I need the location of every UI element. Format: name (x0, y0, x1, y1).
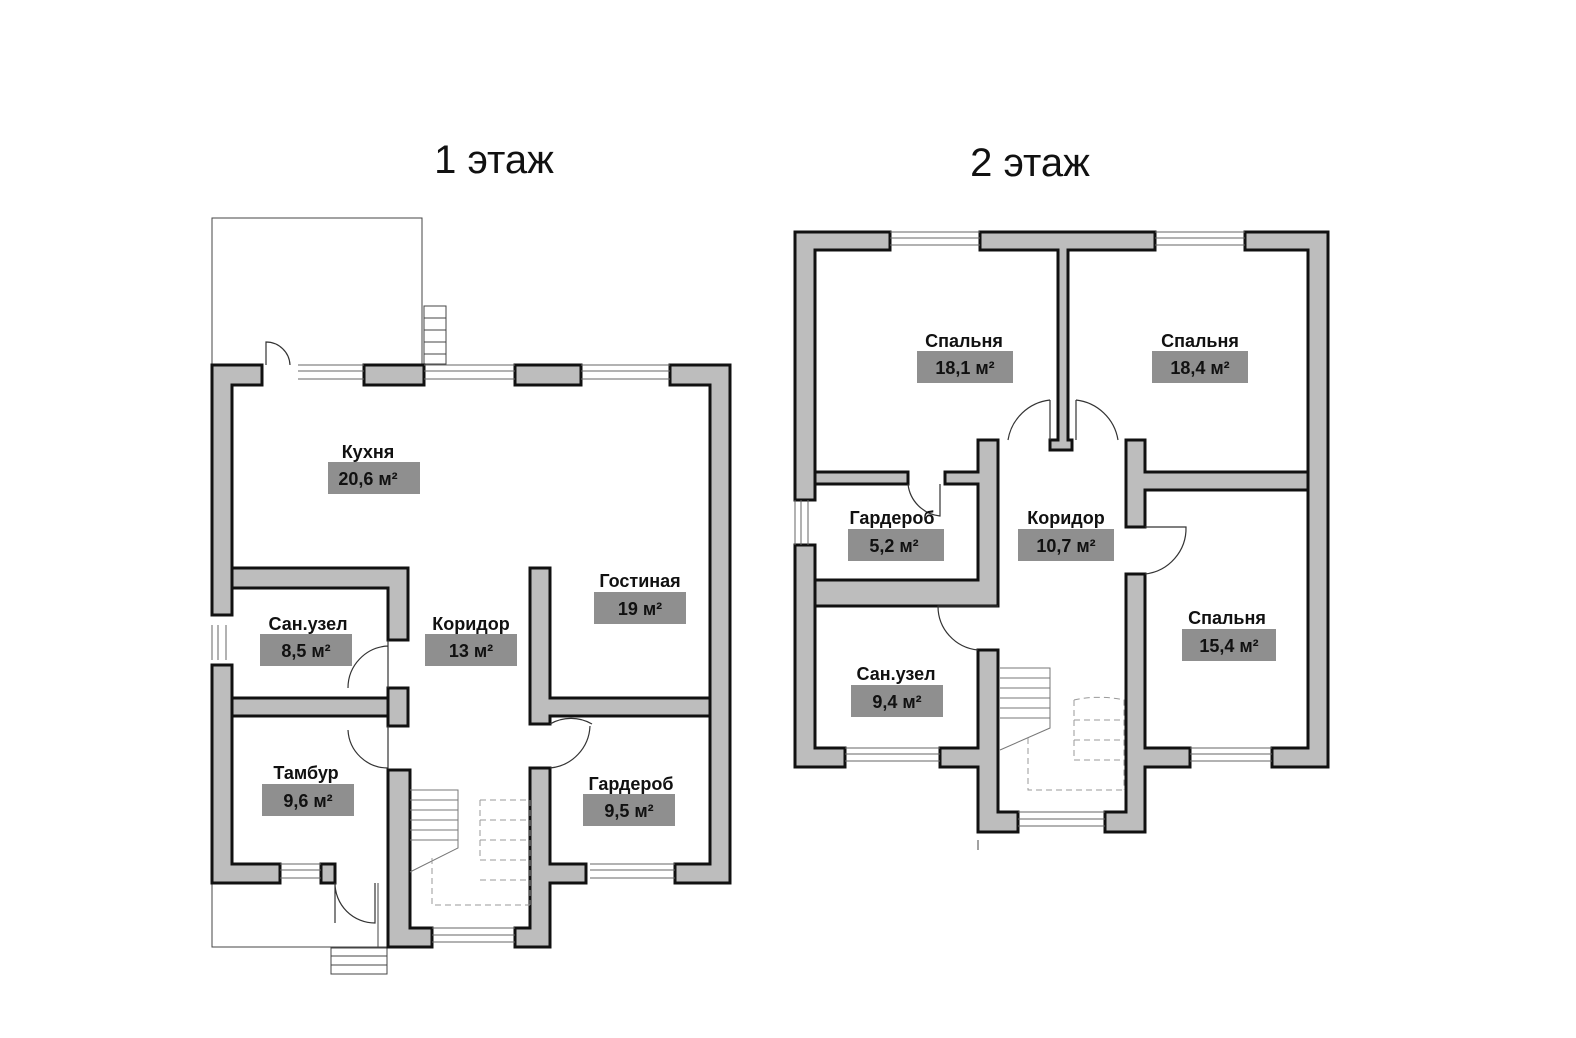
floor-1-windows (211, 364, 675, 943)
room-name: Гостиная (599, 571, 680, 591)
room-corridor-2: Коридор 10,7 м² (1018, 508, 1114, 561)
room-name: Сан.узел (268, 614, 347, 634)
room-name: Кухня (342, 442, 395, 462)
room-area: 19 м² (618, 599, 662, 619)
room-name: Гардероб (849, 508, 934, 528)
floor-1-doors (265, 341, 593, 947)
floor-1-title: 1 этаж (434, 138, 554, 182)
room-wardrobe-1: Гардероб 9,5 м² (583, 774, 675, 826)
room-name: Коридор (432, 614, 509, 634)
room-name: Спальня (925, 331, 1003, 351)
room-area: 18,4 м² (1170, 358, 1229, 378)
porch-outline (211, 880, 388, 948)
room-area: 18,1 м² (935, 358, 994, 378)
floor-1-stairs (409, 789, 531, 906)
room-bedroom-3: Спальня 15,4 м² (1182, 608, 1276, 661)
floor-2-title: 2 этаж (970, 141, 1090, 185)
room-area: 8,5 м² (281, 641, 330, 661)
room-vestibule: Тамбур 9,6 м² (262, 763, 354, 816)
room-name: Гардероб (588, 774, 673, 794)
floor-2-plan: Спальня 18,1 м² Спальня 18,4 м² Гардероб… (793, 230, 1330, 850)
entrance-steps (330, 947, 388, 975)
floor-1-exterior-walls (210, 363, 732, 885)
terrace-steps (423, 305, 447, 365)
room-living: Гостиная 19 м² (594, 571, 686, 624)
room-kitchen: Кухня 20,6 м² (328, 442, 420, 494)
room-corridor-1: Коридор 13 м² (425, 614, 517, 666)
room-name: Сан.узел (856, 664, 935, 684)
floor-2-doors (907, 399, 1187, 850)
room-area: 15,4 м² (1199, 636, 1258, 656)
room-bedroom-2: Спальня 18,4 м² (1152, 331, 1248, 383)
room-bathroom-1: Сан.узел 8,5 м² (260, 614, 352, 666)
room-area: 20,6 м² (338, 469, 397, 489)
floor-1-interior-walls (230, 566, 712, 949)
room-bedroom-1: Спальня 18,1 м² (917, 331, 1013, 383)
room-area: 9,5 м² (604, 801, 653, 821)
room-area: 5,2 м² (869, 536, 918, 556)
floor-1-plan: Кухня 20,6 м² Гостиная 19 м² Сан.узел 8,… (210, 217, 732, 975)
floor-2-windows (794, 231, 1272, 827)
room-area: 9,4 м² (872, 692, 921, 712)
room-bathroom-2: Сан.узел 9,4 м² (851, 664, 943, 717)
room-name: Спальня (1188, 608, 1266, 628)
floor-2-stairs (999, 667, 1126, 791)
room-area: 13 м² (449, 641, 493, 661)
room-name: Коридор (1027, 508, 1104, 528)
floor-2-interior-walls (813, 438, 1310, 834)
terrace-outline (211, 217, 423, 365)
room-name: Тамбур (273, 763, 338, 783)
room-wardrobe-2: Гардероб 5,2 м² (848, 508, 944, 561)
room-name: Спальня (1161, 331, 1239, 351)
room-area: 9,6 м² (283, 791, 332, 811)
room-area: 10,7 м² (1036, 536, 1095, 556)
